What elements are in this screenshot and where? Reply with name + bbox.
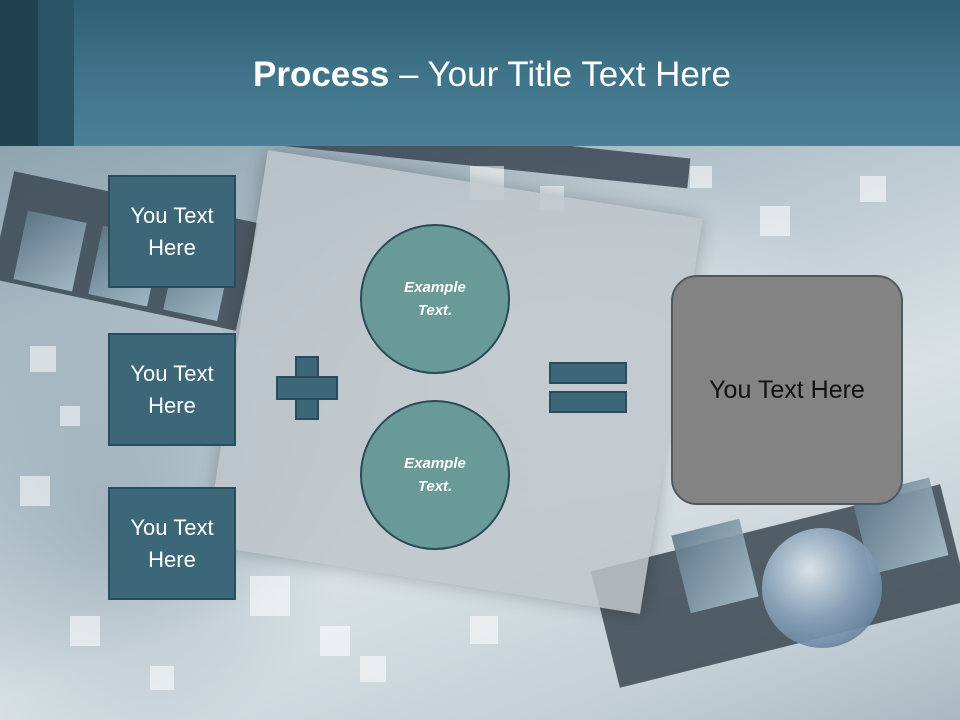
light-square bbox=[60, 406, 80, 426]
text-box-3: You Text Here bbox=[108, 487, 236, 600]
slide-title: Process – Your Title Text Here bbox=[0, 52, 960, 98]
example-circle-2: Example Text. bbox=[360, 400, 510, 550]
equals-bottom-bar bbox=[549, 391, 627, 413]
title-rest: – Your Title Text Here bbox=[389, 55, 731, 94]
equals-top-bar bbox=[549, 362, 627, 384]
light-square bbox=[30, 346, 56, 372]
example-circle-1: Example Text. bbox=[360, 224, 510, 374]
text-box-label: You Text Here bbox=[130, 202, 214, 260]
globe-image bbox=[762, 528, 882, 648]
light-square bbox=[20, 476, 50, 506]
text-box-1: You Text Here bbox=[108, 175, 236, 288]
title-bold: Process bbox=[253, 55, 390, 94]
plus-center bbox=[297, 378, 317, 398]
result-box: You Text Here bbox=[671, 275, 903, 505]
text-box-2: You Text Here bbox=[108, 333, 236, 446]
light-square bbox=[320, 626, 350, 656]
light-square bbox=[250, 576, 290, 616]
light-square bbox=[70, 616, 100, 646]
header-accent-dark bbox=[0, 0, 38, 146]
light-square bbox=[360, 656, 386, 682]
text-box-label: You Text Here bbox=[130, 514, 214, 572]
light-square bbox=[690, 166, 712, 188]
result-label: You Text Here bbox=[709, 375, 865, 404]
circle-label: Example Text. bbox=[404, 279, 466, 319]
header-accent-mid bbox=[38, 0, 74, 146]
light-square bbox=[470, 616, 498, 644]
light-square bbox=[150, 666, 174, 690]
circle-label: Example Text. bbox=[404, 455, 466, 495]
light-square bbox=[760, 206, 790, 236]
light-square bbox=[860, 176, 886, 202]
header-band: Process – Your Title Text Here bbox=[0, 0, 960, 146]
text-box-label: You Text Here bbox=[130, 360, 214, 418]
